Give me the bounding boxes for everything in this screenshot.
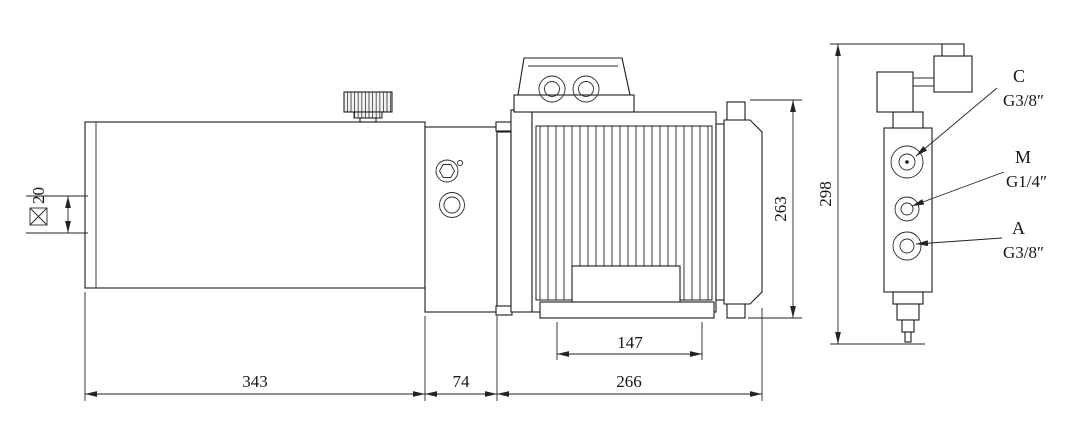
dim-266-text: 266 <box>616 372 642 391</box>
pump-port <box>439 192 465 218</box>
cable-gland-left <box>538 75 566 103</box>
dim-298-text: 298 <box>816 181 835 207</box>
port-a-letter: A <box>1012 218 1025 238</box>
dim-147-text: 147 <box>617 333 643 352</box>
leader-port-m <box>911 171 1005 207</box>
oil-tank <box>84 121 426 289</box>
port-c-letter: C <box>1013 66 1025 86</box>
cable-gland-right <box>572 75 600 103</box>
dim-port-20: 20 <box>26 187 88 234</box>
bell-housing <box>495 109 533 316</box>
port-labels: C G3/8″ M G1/4″ A G3/8″ <box>911 66 1047 262</box>
dim-263-text: 263 <box>771 196 790 222</box>
filler-breather-cap <box>343 91 393 123</box>
port-m-thread: G1/4″ <box>1006 172 1047 191</box>
dim-chain-bottom: 343 74 266 <box>84 292 763 401</box>
connector-cap <box>941 43 965 57</box>
port-c-thread: G3/8″ <box>1003 91 1044 110</box>
solenoid-valve <box>876 43 973 113</box>
fan-cowl <box>715 101 763 319</box>
dim-74-text: 74 <box>453 372 471 391</box>
valve-manifold <box>876 43 973 343</box>
dim-motor-height: 263 <box>748 99 802 319</box>
hex-plug <box>435 159 463 183</box>
bottom-fittings <box>892 291 924 343</box>
motor-feet <box>539 301 715 319</box>
pump-block <box>424 126 498 313</box>
leader-port-c <box>915 87 998 157</box>
terminal-box <box>513 57 635 113</box>
dim-foot-spacing: 147 <box>556 322 703 360</box>
electric-motor <box>513 57 763 319</box>
leader-port-a <box>915 237 1003 247</box>
motor-nameplate <box>571 265 681 307</box>
port-m-letter: M <box>1015 147 1031 167</box>
port-m <box>894 196 920 222</box>
port-a-thread: G3/8″ <box>1003 243 1044 262</box>
dim-343-text: 343 <box>242 372 268 391</box>
dim-assembly-height: 298 <box>816 43 962 345</box>
din-connector <box>933 55 973 93</box>
crossed-square-symbol <box>29 207 48 226</box>
port-c <box>890 145 924 179</box>
dim-20-text: 20 <box>29 187 48 204</box>
